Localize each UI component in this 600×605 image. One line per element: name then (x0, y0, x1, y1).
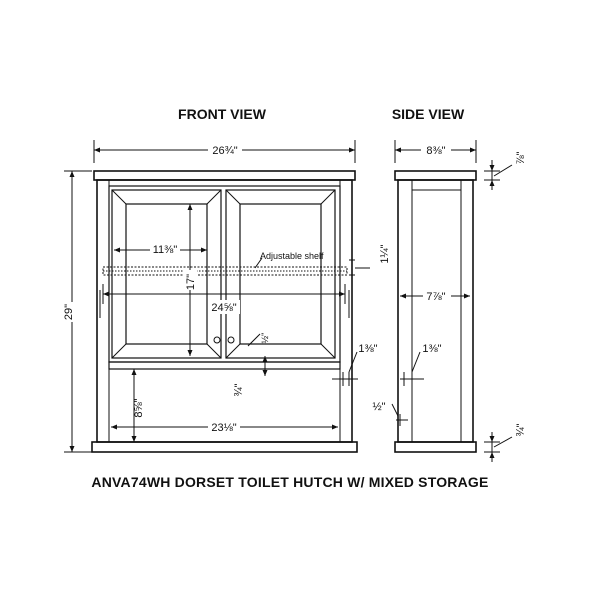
front-view-title: FRONT VIEW (178, 106, 267, 122)
dim-side-shelf-depth: 1⅜" (422, 343, 441, 355)
dim-front-shelf-depth: 1⅜" (358, 343, 377, 355)
adjustable-shelf-label: Adjustable shelf (260, 251, 324, 261)
dim-side-depth: 8⅜" (426, 145, 445, 157)
dim-shelf-height: 1¼" (379, 244, 391, 263)
dim-lower-opening-height: 8⅝" (133, 398, 145, 417)
dim-knob-gap: ½" (260, 333, 270, 344)
dim-top-thickness: ⅞" (515, 151, 527, 164)
dim-door-opening-height: 17" (185, 274, 197, 290)
dim-overall-width: 26¾" (212, 145, 237, 157)
dim-interior-width: 24⅝" (211, 302, 236, 314)
dim-gap-small: ½" (372, 401, 385, 413)
dim-side-interior-depth: 7⅞" (426, 291, 445, 303)
left-knob-icon (213, 336, 221, 344)
right-knob-icon (227, 336, 235, 344)
side-view: 8⅜" 7⅞" 1⅜" ½" ⅞" (372, 140, 527, 462)
dim-overall-height: 29" (63, 304, 75, 320)
dim-lower-opening-width: 23⅛" (211, 422, 236, 434)
dim-door-panel-width: 11⅜" (153, 244, 178, 256)
drawing-caption: ANVA74WH DORSET TOILET HUTCH W/ MIXED ST… (91, 474, 488, 490)
dim-rail-thickness: ¾" (233, 383, 245, 396)
front-view: 26¾" 29" (63, 140, 391, 453)
side-view-title: SIDE VIEW (392, 106, 465, 122)
dim-bottom-thickness: ¾" (515, 423, 527, 436)
